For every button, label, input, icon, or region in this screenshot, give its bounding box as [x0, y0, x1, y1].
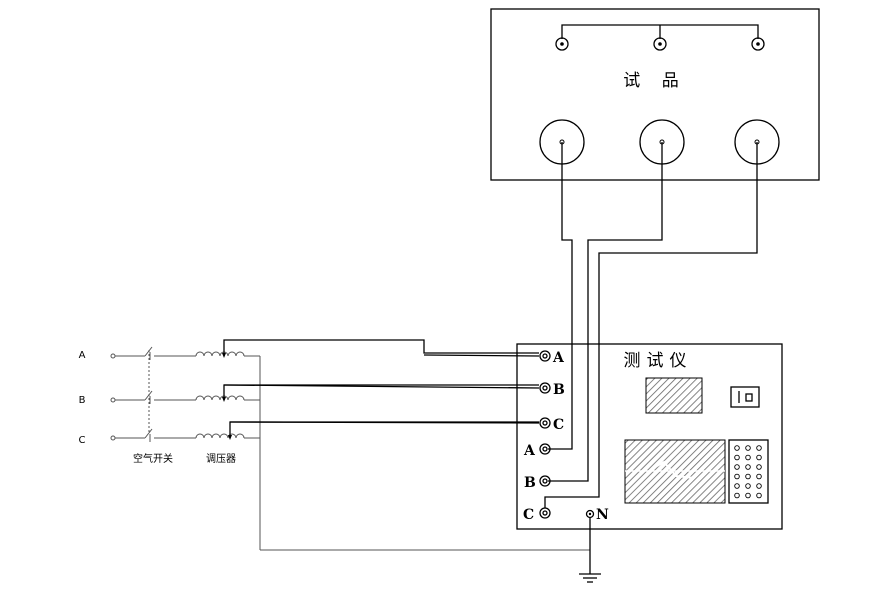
power-switch-icon — [730, 386, 760, 408]
specimen-top-terminal — [751, 37, 765, 51]
instrument-title: 测试仪 — [624, 351, 693, 371]
keypad-button — [756, 454, 762, 461]
svg-text:C: C — [553, 417, 564, 433]
terminal-current-a: A — [539, 350, 565, 366]
svg-text:A: A — [523, 443, 536, 459]
terminal-voltage-c: C — [523, 507, 551, 523]
terminal-current-b: B — [539, 382, 565, 398]
specimen-title: 试 品 — [623, 71, 686, 91]
specimen-top-terminal — [653, 37, 667, 51]
keypad-button — [734, 445, 740, 451]
terminal-neutral: N — [585, 507, 609, 523]
svg-text:A: A — [552, 350, 565, 366]
keypad-button — [756, 492, 762, 499]
instrument-box: 测试仪 A B C A B C N — [516, 343, 783, 530]
breaker-label: 空气开关 — [133, 452, 173, 465]
specimen-box: 试 品 — [490, 8, 820, 181]
keypad-button — [734, 483, 740, 489]
keypad-button — [756, 445, 762, 451]
keypad-button — [734, 473, 740, 480]
specimen-top-terminal — [555, 37, 569, 51]
keypad-button — [745, 464, 751, 470]
keypad-button — [745, 445, 751, 451]
terminal-voltage-a: A — [523, 443, 551, 459]
keypad-button — [745, 483, 751, 489]
keypad-button — [734, 454, 740, 461]
voltage-regulator — [195, 351, 261, 550]
svg-text:B: B — [79, 395, 86, 406]
current-leads — [223, 339, 540, 435]
keypad-button — [756, 473, 762, 480]
printer-panel — [624, 439, 726, 504]
regulator-label: 调压器 — [206, 453, 236, 465]
svg-text:N: N — [596, 507, 609, 523]
air-circuit-breaker — [110, 346, 196, 442]
neutral-return — [260, 518, 591, 574]
keypad-button — [756, 464, 762, 470]
keypad-button — [756, 483, 762, 489]
terminal-voltage-b: B — [524, 475, 551, 491]
keypad-button — [745, 454, 751, 461]
ground-icon — [579, 573, 601, 583]
keypad-button — [745, 473, 751, 480]
supply-phase-labels: A B C — [79, 350, 86, 446]
svg-text:C: C — [79, 435, 86, 446]
keypad-button — [745, 492, 751, 499]
terminal-current-c: C — [539, 417, 564, 433]
svg-text:B: B — [553, 382, 565, 398]
svg-text:B: B — [524, 475, 536, 491]
svg-text:C: C — [523, 507, 534, 523]
svg-text:A: A — [79, 350, 86, 361]
keypad — [728, 439, 769, 504]
keypad-button — [734, 464, 740, 470]
keypad-button — [734, 492, 740, 499]
specimen-leads — [544, 142, 758, 508]
instrument-display — [645, 377, 703, 414]
